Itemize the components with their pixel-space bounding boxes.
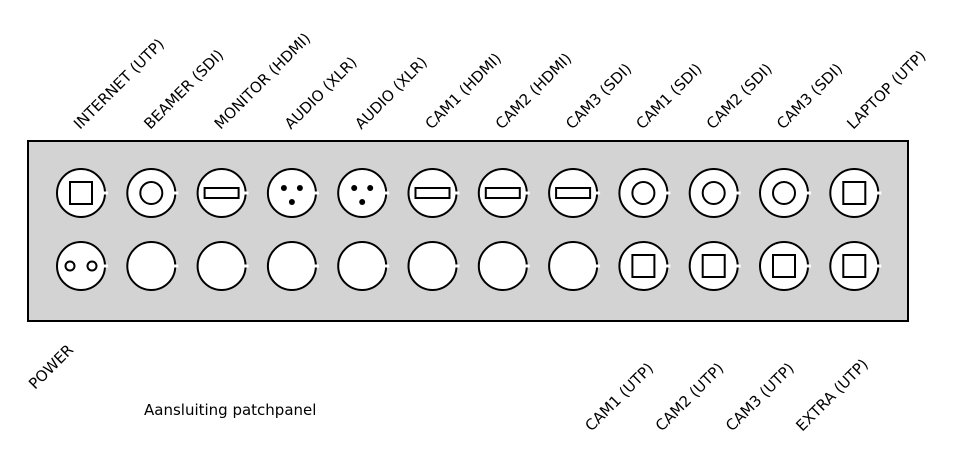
connector-housing	[56, 241, 106, 291]
connector-housing	[126, 168, 177, 218]
hdmi-port-icon	[555, 187, 592, 199]
bottom-label: CAM2 (UTP)	[652, 359, 728, 435]
bottom-connector-blank	[407, 241, 460, 291]
connector-housing	[196, 241, 247, 291]
top-connector-utp	[829, 168, 882, 218]
top-connector-xlr	[266, 168, 319, 218]
connector-housing	[477, 241, 528, 291]
sdi-port-icon	[631, 181, 656, 205]
top-connector-hdmi	[548, 168, 601, 218]
sdi-port-icon	[139, 181, 164, 205]
hdmi-port-icon	[203, 187, 240, 199]
xlr-pin-icon	[296, 185, 303, 191]
bottom-connector-blank	[337, 241, 390, 291]
connector-housing	[618, 241, 669, 291]
bottom-connector-utp	[688, 241, 741, 291]
connector-housing	[56, 168, 106, 218]
bottom-label: EXTRA (UTP)	[792, 355, 871, 434]
connector-housing	[829, 241, 880, 291]
top-connector-utp	[56, 168, 108, 218]
utp-port-icon	[701, 254, 726, 278]
top-connector-sdi	[759, 168, 811, 218]
bottom-row-connectors	[56, 241, 882, 291]
hdmi-port-icon	[414, 187, 451, 199]
utp-port-icon	[842, 254, 867, 278]
connector-housing	[829, 168, 880, 218]
xlr-pin-icon	[351, 185, 358, 191]
connector-housing	[688, 168, 739, 218]
top-connector-sdi	[126, 168, 179, 218]
bottom-label: CAM1 (UTP)	[582, 359, 658, 435]
connector-housing	[337, 241, 388, 291]
sdi-port-icon	[701, 181, 726, 205]
connector-housing	[688, 241, 739, 291]
connector-housing	[759, 168, 809, 218]
xlr-pin-icon	[359, 199, 366, 205]
top-row-labels: INTERNET (UTP)BEAMER (SDI)MONITOR (HDMI)…	[70, 29, 929, 133]
top-connector-sdi	[688, 168, 741, 218]
connector-housing	[407, 241, 458, 291]
top-connector-hdmi	[477, 168, 530, 218]
top-connector-sdi	[618, 168, 671, 218]
top-label: CAM2 (SDI)	[703, 60, 776, 133]
patch-panel	[27, 140, 909, 322]
bottom-label: CAM3 (UTP)	[722, 359, 798, 435]
connector-housing	[337, 168, 388, 218]
top-label: AUDIO (XLR)	[351, 53, 431, 133]
power-pin-icon	[64, 260, 76, 272]
bottom-connector-blank	[266, 241, 319, 291]
bottom-label: POWER	[25, 341, 77, 393]
bottom-connector-utp	[829, 241, 882, 291]
xlr-pin-icon	[288, 199, 295, 205]
connector-housing	[266, 241, 317, 291]
utp-port-icon	[69, 181, 93, 205]
top-label: LAPTOP (UTP)	[843, 47, 929, 133]
connector-housing	[266, 168, 317, 218]
utp-port-icon	[772, 254, 796, 278]
sdi-port-icon	[772, 181, 796, 205]
caption: Aansluiting patchpanel	[144, 401, 316, 419]
bottom-connector-blank	[126, 241, 179, 291]
bottom-connector-blank	[196, 241, 249, 291]
utp-port-icon	[631, 254, 656, 278]
xlr-pin-icon	[367, 185, 374, 191]
top-label: CAM1 (SDI)	[633, 60, 706, 133]
connector-housing	[618, 168, 669, 218]
xlr-pin-icon	[280, 185, 287, 191]
top-connector-hdmi	[407, 168, 460, 218]
bottom-connector-utp	[618, 241, 671, 291]
bottom-row-labels: POWER CAM1 (UTP)CAM2 (UTP)CAM3 (UTP)EXTRA…	[25, 341, 872, 435]
connector-housing	[759, 241, 809, 291]
utp-port-icon	[842, 181, 867, 205]
bottom-connector-blank	[477, 241, 530, 291]
bottom-connector-power	[56, 241, 108, 291]
bottom-connector-blank	[548, 241, 601, 291]
top-label: CAM3 (SDI)	[562, 60, 635, 133]
top-row-connectors	[56, 168, 882, 218]
bottom-connector-utp	[759, 241, 811, 291]
connector-housing	[548, 241, 599, 291]
top-connector-xlr	[337, 168, 390, 218]
connector-housing	[126, 241, 177, 291]
power-pin-icon	[86, 260, 98, 272]
top-label: AUDIO (XLR)	[281, 53, 361, 133]
top-connector-hdmi	[196, 168, 249, 218]
top-label: CAM3 (SDI)	[773, 60, 846, 133]
hdmi-port-icon	[484, 187, 521, 199]
